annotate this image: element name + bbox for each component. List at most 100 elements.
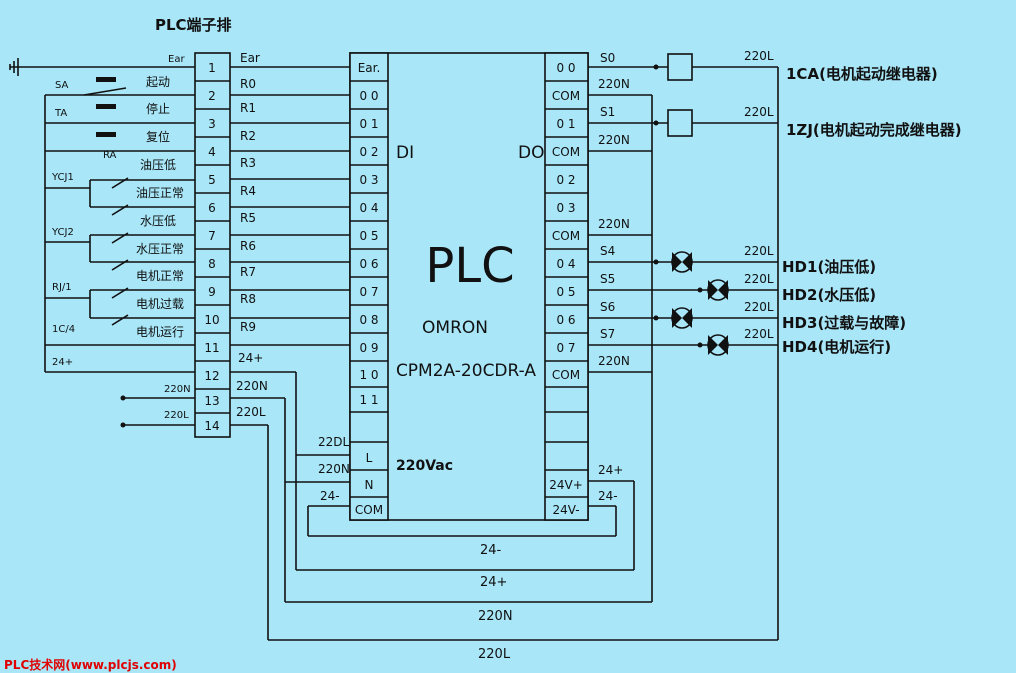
plc-input-labels: Ear. 0 0 0 1 0 2 0 3 0 4 0 5 0 6 0 7 0 8… — [355, 61, 383, 517]
indicator-lamp-icon — [707, 279, 729, 301]
load-item: HD1(油压低) — [782, 258, 876, 276]
bus-label: 24+ — [480, 575, 507, 590]
terminal-number: 3 — [208, 117, 216, 131]
supply-right-label: 220L — [744, 327, 774, 341]
plc-model: CPM2A-20CDR-A — [396, 361, 536, 381]
plc-di-label: DI — [396, 143, 414, 163]
supply-right-label: 220L — [744, 272, 774, 286]
terminal-dividers — [195, 80, 230, 414]
output-wire-label: S5 — [600, 272, 615, 286]
plc-supply-label: 220Vac — [396, 458, 453, 474]
input-switch-network — [44, 77, 195, 373]
footer-watermark: PLC技术网(www.plcjs.com) — [4, 657, 177, 672]
terminal-number: 4 — [208, 145, 216, 159]
load-item: 1CA(电机起动继电器) — [786, 65, 938, 83]
plc-input-pin: 0 8 — [359, 313, 378, 327]
plc-input-pin: 0 7 — [359, 285, 378, 299]
supply-right-label: 220L — [744, 300, 774, 314]
load-name: HD1 — [782, 258, 817, 276]
device-label: 24+ — [52, 357, 73, 368]
terminal-number: 9 — [208, 285, 216, 299]
plc-power-pin: N — [365, 478, 374, 492]
supply-label: 220L — [164, 410, 189, 421]
supply-right-label: 220L — [744, 105, 774, 119]
load-name: 1CA — [786, 65, 819, 83]
diagram-title: PLC端子排 — [155, 16, 232, 34]
internal-wire-label: 220N — [318, 462, 350, 476]
terminal-right-labels: Ear R0 R1 R2 R3 R4 R5 R6 R7 R8 R9 24+ 22… — [236, 51, 268, 419]
terminal-wire-label: R2 — [240, 129, 256, 143]
plc-output-pin: 0 0 — [556, 61, 575, 75]
plc-output-pin: COM — [552, 89, 580, 103]
device-label: TA — [54, 108, 67, 119]
plc-output-pin: COM — [552, 368, 580, 382]
terminal-wire-label: R0 — [240, 77, 256, 91]
device-label: SA — [55, 80, 69, 91]
switch-label: 油压低 — [140, 158, 176, 172]
plc-input-pin: 0 5 — [359, 229, 378, 243]
plc-output-pin: 0 2 — [556, 173, 575, 187]
plc-output-pin: 0 7 — [556, 341, 575, 355]
switch-label: 电机正常 — [136, 269, 184, 283]
terminal-wire-label: R7 — [240, 265, 256, 279]
plc-input-pin: 0 2 — [359, 145, 378, 159]
plc-input-pin: Ear. — [358, 61, 381, 75]
device-label: 1C/4 — [52, 324, 75, 335]
load-name: HD4 — [782, 338, 817, 356]
load-item: 1ZJ(电机起动完成继电器) — [786, 121, 962, 139]
load-item: HD4(电机运行) — [782, 338, 891, 356]
output-wires — [588, 64, 779, 640]
plc-input-column — [349, 52, 389, 521]
plc-output-pin: 0 1 — [556, 117, 575, 131]
plc-output-pin: 0 5 — [556, 285, 575, 299]
terminal-wire-label: 220L — [236, 405, 266, 419]
terminal-number: 1 — [208, 61, 216, 75]
output-wire-labels: S0 220N S1 220N 220N S4 S5 S6 S7 220N 24… — [598, 51, 630, 503]
output-wire-label: 220N — [598, 133, 630, 147]
plc-input-pin: 0 9 — [359, 341, 378, 355]
terminal-wire-label: 220N — [236, 379, 268, 393]
plc-output-labels: 0 0 COM 0 1 COM 0 2 0 3 COM 0 4 0 5 0 6 … — [549, 61, 583, 517]
internal-wire-label: 22DL — [318, 435, 350, 449]
load-desc: (油压低) — [817, 258, 876, 276]
terminal-wire-label: R4 — [240, 184, 256, 198]
plc-output-column — [544, 52, 589, 521]
terminal-wire-label: Ear — [240, 51, 260, 65]
output-wire-label: 220N — [598, 354, 630, 368]
load-desc: (水压低) — [817, 286, 876, 304]
terminal-number: 7 — [208, 229, 216, 243]
switch-label: 复位 — [146, 129, 170, 144]
plc-output-pin: 0 3 — [556, 201, 575, 215]
terminal-block — [194, 52, 231, 438]
relay-coil-icon — [667, 109, 693, 137]
terminal-number: 2 — [208, 89, 216, 103]
supply-right-label: 220L — [744, 244, 774, 258]
terminal-number: 12 — [204, 369, 219, 383]
switch-label: 起动 — [146, 75, 170, 89]
load-desc: (电机起动继电器) — [819, 65, 938, 83]
device-label: RA — [103, 150, 117, 161]
terminal-wire-label: R6 — [240, 239, 256, 253]
indicator-lamp-icon — [671, 251, 693, 273]
device-label: YCJ1 — [51, 172, 74, 183]
load-desc: (电机起动完成继电器) — [813, 121, 962, 139]
ground-icon — [9, 58, 195, 76]
supply-right-labels: 220L 220L 220L 220L 220L 220L — [744, 49, 774, 341]
plc-do-label: DO — [518, 143, 544, 163]
switch-label: 油压正常 — [136, 186, 184, 200]
switch-label: 停止 — [146, 101, 170, 116]
indicator-lamp-icon — [707, 334, 729, 356]
bus-label: 24- — [480, 543, 502, 558]
relay-coil-icon — [667, 53, 693, 81]
ground-label: Ear — [168, 54, 185, 65]
indicator-lamp-icon — [671, 307, 693, 329]
terminal-wire-label: R9 — [240, 320, 256, 334]
terminal-numbers: 1 2 3 4 5 6 7 8 9 10 11 12 13 14 — [204, 61, 219, 433]
plc-input-pin: 1 1 — [359, 393, 378, 407]
output-wire-label: S1 — [600, 105, 615, 119]
switch-label: 水压低 — [140, 214, 176, 228]
supply-right-label: 220L — [744, 49, 774, 63]
plc-input-pin: 0 4 — [359, 201, 378, 215]
load-item: HD2(水压低) — [782, 286, 876, 304]
